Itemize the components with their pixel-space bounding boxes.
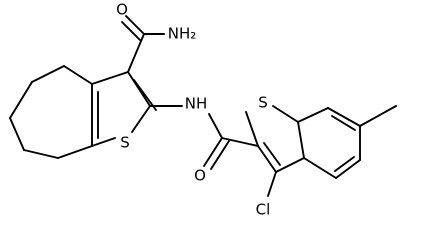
atom-s2: S (258, 94, 268, 112)
atom-nh2: NH₂ (168, 25, 197, 43)
atom-o1: O (116, 1, 128, 19)
atom-nh: NH (185, 95, 208, 113)
atom-cl: Cl (256, 201, 271, 219)
benzene-ring (297, 107, 361, 179)
carboxamide-group (121, 15, 165, 73)
thiophene-ring-1 (91, 71, 157, 147)
atom-o2: O (194, 167, 206, 185)
atom-s1: S (120, 134, 130, 152)
amide-linker (149, 105, 259, 170)
methyl-substituent (359, 105, 397, 127)
cycloheptane-ring (9, 65, 93, 159)
benzothiophene-thiophene-ring (245, 105, 305, 173)
molecule-structure: O NH₂ S NH O S Cl (9, 1, 397, 219)
chloro-substituent (267, 171, 277, 197)
